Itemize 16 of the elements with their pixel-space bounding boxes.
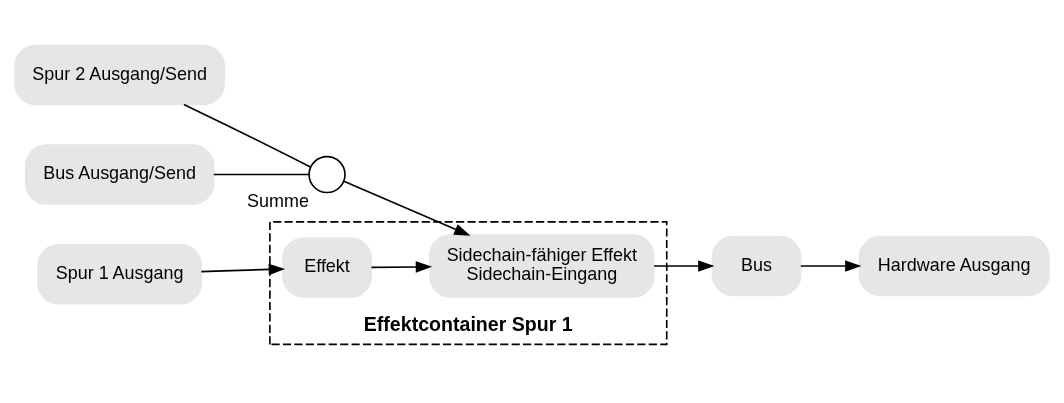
- node-box: Sidechain-fähiger Effekt Sidechain-Eingang: [429, 234, 655, 298]
- arrow: [800, 260, 862, 272]
- node-box: Bus: [711, 235, 802, 297]
- node-box: Spur 1 Ausgang: [37, 243, 203, 305]
- node-box: Effekt: [282, 237, 372, 298]
- node-label: Summe: [247, 190, 309, 211]
- arrow: [653, 260, 715, 272]
- arrow: [343, 180, 471, 236]
- connector: [212, 173, 310, 176]
- node-circle: [308, 155, 346, 194]
- arrow: [370, 261, 433, 273]
- connector: [183, 103, 312, 168]
- node-box: Spur 2 Ausgang/Send: [14, 44, 225, 106]
- node-box: Bus Ausgang/Send: [24, 144, 215, 205]
- arrow: [200, 263, 286, 276]
- node-box: Hardware Ausgang: [858, 235, 1050, 297]
